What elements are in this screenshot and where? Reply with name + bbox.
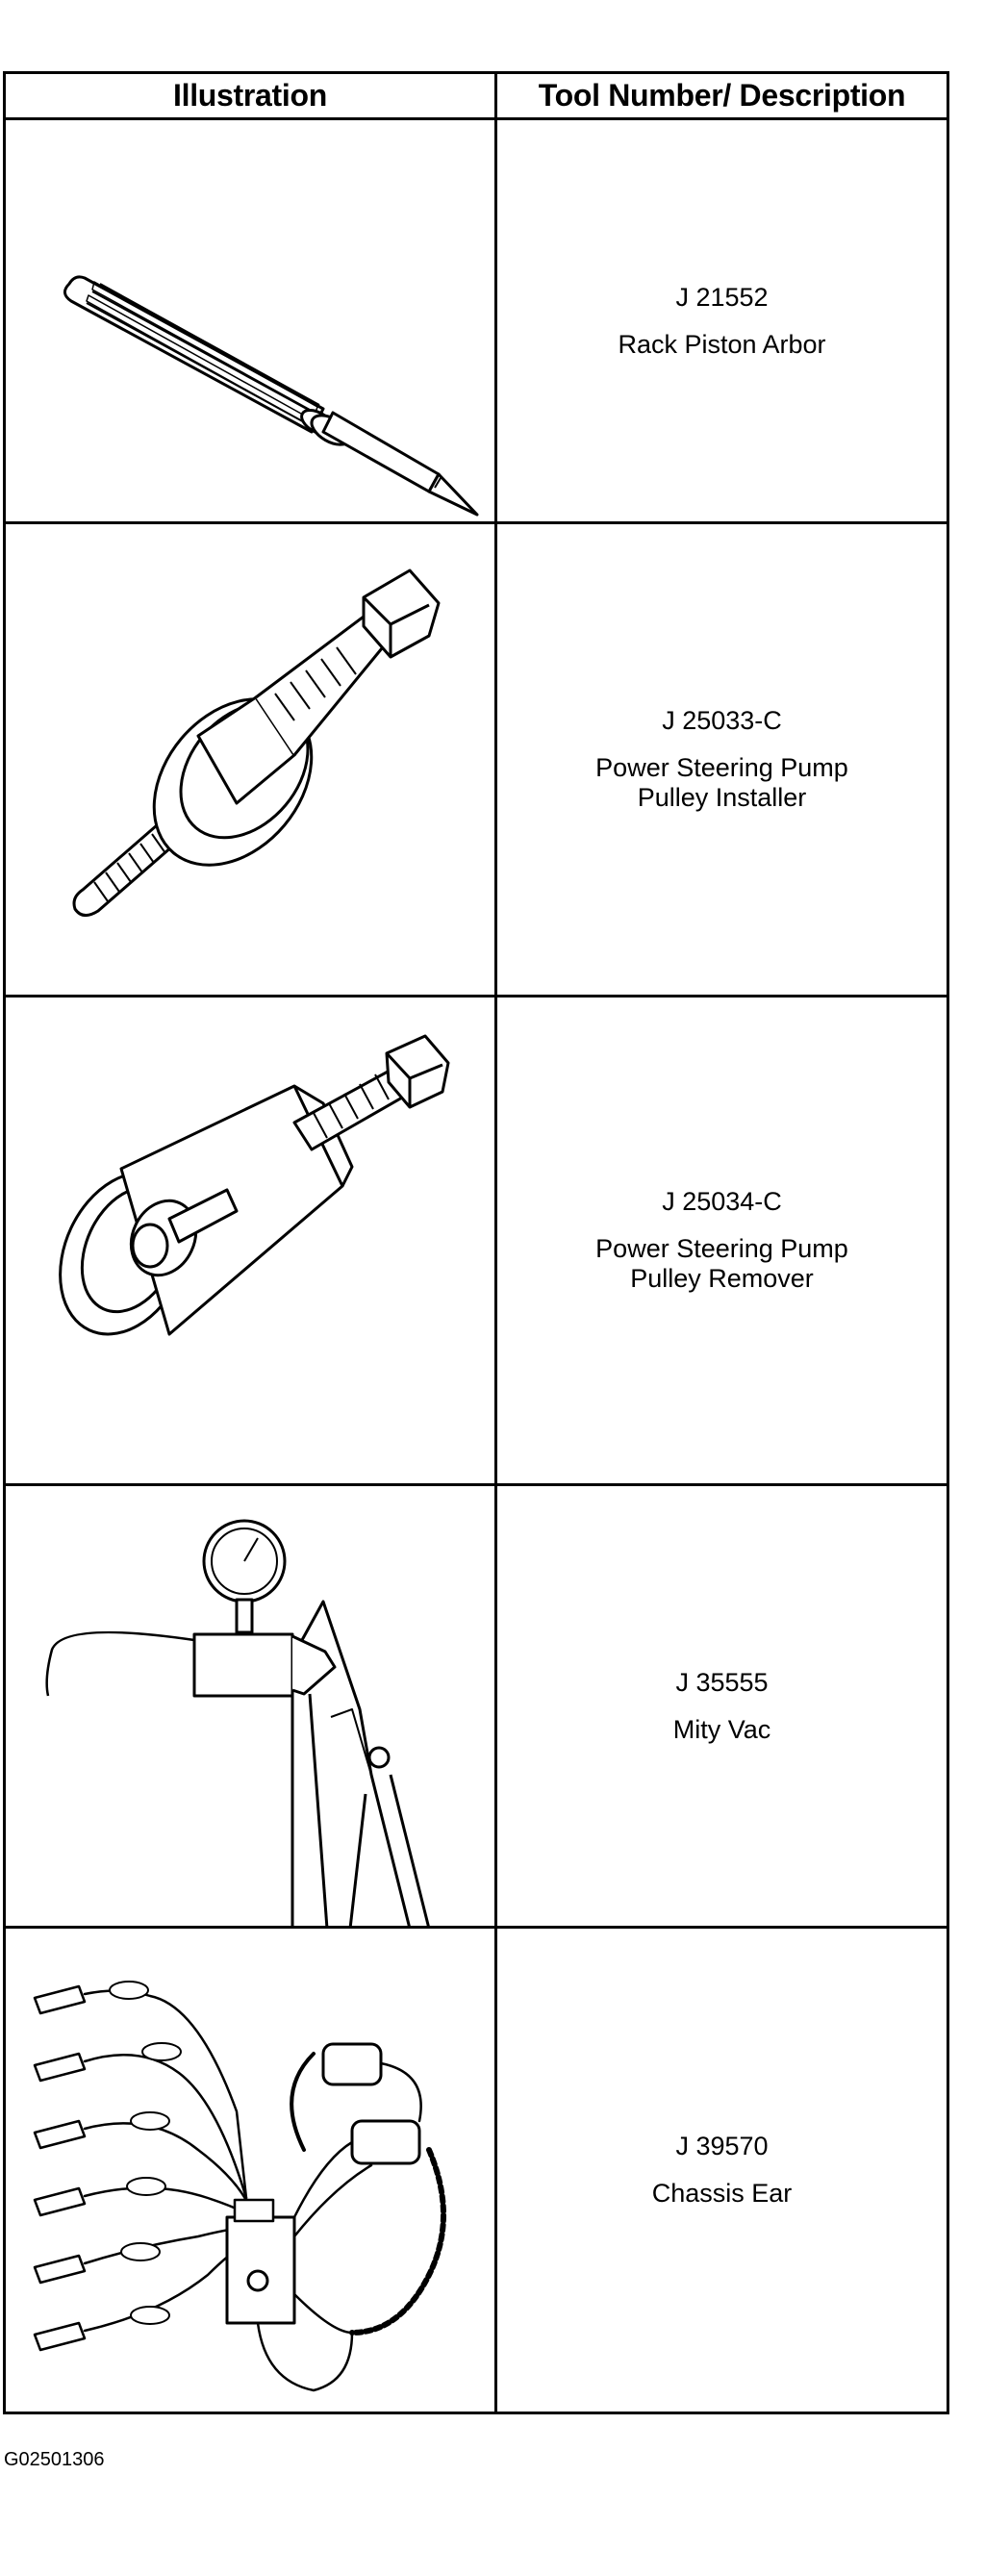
table-row: J 39570 Chassis Ear xyxy=(6,1929,947,2412)
tool-description-line: Rack Piston Arbor xyxy=(618,329,826,359)
tool-number: J 25034-C xyxy=(662,1187,782,1216)
tool-description: J 35555 Mity Vac xyxy=(497,1486,947,1926)
tool-description: J 25033-C Power Steering Pump Pulley Ins… xyxy=(497,524,947,995)
tool-number: J 39570 xyxy=(675,2132,769,2160)
table-header: Illustration Tool Number/ Description xyxy=(6,74,947,120)
pulley-remover-icon xyxy=(6,998,494,1483)
table-row: J 25034-C Power Steering Pump Pulley Rem… xyxy=(6,998,947,1486)
pulley-installer-icon xyxy=(6,524,494,995)
tool-description-line: Chassis Ear xyxy=(651,2179,793,2208)
tool-description: J 21552 Rack Piston Arbor xyxy=(497,120,947,521)
tool-description-line: Power Steering Pump xyxy=(595,1234,848,1263)
header-tool-number-description: Tool Number/ Description xyxy=(538,78,906,113)
column-divider xyxy=(494,74,497,2412)
table-row: J 21552 Rack Piston Arbor xyxy=(6,120,947,524)
tool-description-line: Mity Vac xyxy=(672,1714,771,1744)
table-row: J 35555 Mity Vac xyxy=(6,1486,947,1929)
tool-description-line: Pulley Remover xyxy=(630,1264,814,1293)
chassis-ear-icon xyxy=(6,1929,494,2412)
tool-description-line: Pulley Installer xyxy=(637,783,807,812)
table-row: J 25033-C Power Steering Pump Pulley Ins… xyxy=(6,524,947,998)
special-tools-table: Illustration Tool Number/ Description xyxy=(3,71,949,2414)
vacuum-pump-icon xyxy=(6,1486,494,1929)
tool-number: J 35555 xyxy=(675,1667,769,1697)
header-illustration: Illustration xyxy=(173,78,327,113)
tool-description-line: Power Steering Pump xyxy=(595,753,848,782)
rack-piston-arbor-icon xyxy=(6,120,494,521)
tool-description: J 25034-C Power Steering Pump Pulley Rem… xyxy=(497,998,947,1483)
figure-code: G02501306 xyxy=(4,2449,105,2470)
tool-number: J 25033-C xyxy=(662,706,782,735)
tool-description: J 39570 Chassis Ear xyxy=(497,1929,947,2412)
tool-number: J 21552 xyxy=(675,282,769,312)
